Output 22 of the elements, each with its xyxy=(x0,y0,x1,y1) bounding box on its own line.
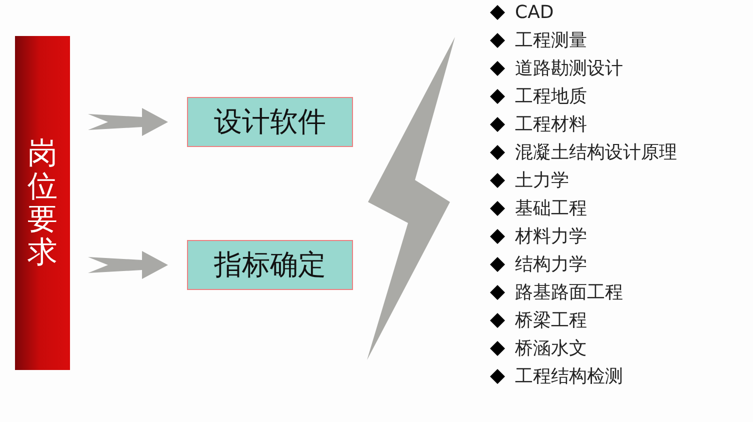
vertical-banner xyxy=(15,36,70,370)
list-item: 工程测量 xyxy=(515,29,587,52)
node-label: 设计软件 xyxy=(214,104,326,140)
node-label: 岗位要求 xyxy=(28,137,58,269)
list-item: 路基路面工程 xyxy=(515,281,623,304)
list-item: 基础工程 xyxy=(515,197,587,220)
process-box xyxy=(187,240,353,290)
list-item: 材料力学 xyxy=(515,225,587,248)
list-item: 土力学 xyxy=(515,169,569,192)
list-item: 桥涵水文 xyxy=(515,337,587,360)
process-box xyxy=(187,97,353,147)
list-item: 工程结构检测 xyxy=(515,365,623,388)
block-arrow xyxy=(88,251,168,279)
node-label: 指标确定 xyxy=(214,247,326,283)
block-arrow xyxy=(88,108,168,136)
list-item: CAD xyxy=(515,2,554,22)
list-item: 混凝土结构设计原理 xyxy=(515,141,677,164)
list-item: 结构力学 xyxy=(515,253,587,276)
list-item: 道路勘测设计 xyxy=(515,57,623,80)
list-item: 工程地质 xyxy=(515,85,587,108)
list-item: 桥梁工程 xyxy=(515,309,587,332)
list-item: 工程材料 xyxy=(515,113,587,136)
